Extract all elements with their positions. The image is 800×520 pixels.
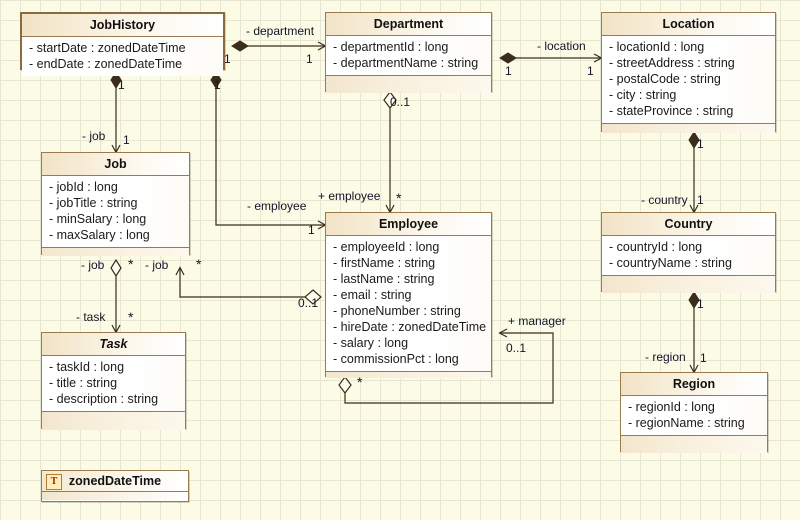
- class-attribute: - email : string: [333, 288, 412, 302]
- multiplicity-m-emp-in: *: [396, 190, 402, 206]
- class-attribute: - lastName : string: [333, 272, 435, 286]
- class-attribute: - locationId : long: [609, 40, 705, 54]
- class-attribute: - countryName : string: [609, 256, 732, 270]
- class-attribute: - minSalary : long: [49, 212, 147, 226]
- edge-label-lbl-plus-employee: + employee: [318, 189, 381, 203]
- class-attribute: - taskId : long: [49, 360, 125, 374]
- class-attribute: - phoneNumber : string: [333, 304, 461, 318]
- class-attribute: - salary : long: [333, 336, 409, 350]
- class-attribute: - stateProvince : string: [609, 104, 734, 118]
- edge-label-lbl-job-top: - job: [82, 129, 106, 143]
- multiplicity-m-jh-job-src: 1: [118, 78, 125, 92]
- class-attribute: - streetAddress : string: [609, 56, 735, 70]
- class-attribute: - city : string: [609, 88, 677, 102]
- class-box-task[interactable]: Task - taskId : long - title : string - des…: [41, 332, 186, 430]
- type-stereotype-icon: T: [46, 474, 62, 490]
- class-name-task: Task: [42, 333, 185, 356]
- class-attribute: - countryId : long: [609, 240, 703, 254]
- composite-diamond-jobhistory-department: [231, 40, 249, 52]
- edge-label-lbl-task: - task: [76, 310, 106, 324]
- class-attribute: - employeeId : long: [333, 240, 440, 254]
- datatype-label: zonedDateTime: [68, 474, 162, 488]
- class-attribute: - regionName : string: [628, 416, 745, 430]
- operations-compartment: [326, 371, 491, 378]
- class-attribute: - jobTitle : string: [49, 196, 138, 210]
- operations-compartment: [42, 411, 185, 430]
- multiplicity-m-job-in: 1: [123, 133, 130, 147]
- multiplicity-m-country-region-src: 1: [697, 297, 704, 311]
- multiplicity-m-dept-emp-src: 0..1: [390, 95, 411, 109]
- multiplicity-m-emp-left-in: 1: [308, 223, 315, 237]
- operations-compartment: [42, 247, 189, 256]
- edge-label-lbl-job-right: - job: [145, 258, 169, 272]
- class-box-region[interactable]: Region - regionId : long - regionName : st…: [620, 372, 768, 453]
- composite-diamond-department-location: [499, 52, 517, 64]
- multiplicity-m-jh-emp-src: 1: [214, 78, 221, 92]
- multiplicity-m-manager-tgt: 0..1: [506, 341, 527, 355]
- class-name-department: Department: [326, 13, 491, 36]
- attributes-compartment: - taskId : long - title : string - descrip…: [42, 356, 185, 411]
- class-attribute: - jobId : long: [49, 180, 118, 194]
- multiplicity-m-loc-country-src: 1: [697, 137, 704, 151]
- class-name-region: Region: [621, 373, 767, 396]
- multiplicity-m-loc-in: 1: [587, 64, 594, 78]
- attributes-compartment: - startDate : zonedDateTime - endDate : z…: [22, 37, 223, 76]
- attributes-compartment: - regionId : long - regionName : string: [621, 396, 767, 435]
- class-name-job: Job: [42, 153, 189, 176]
- shared-diamond-job-task: [110, 258, 122, 278]
- multiplicity-m-job-task-src: *: [128, 256, 134, 272]
- shared-diamond-employee-manager: [338, 376, 352, 394]
- multiplicity-m-jobhistory-dept-src: 1: [224, 52, 231, 66]
- multiplicity-m-dept-loc-src: 1: [505, 64, 512, 78]
- class-attribute: - description : string: [49, 392, 159, 406]
- edge-label-lbl-department: - department: [246, 24, 315, 38]
- class-attribute: - commissionPct : long: [333, 352, 459, 366]
- class-attribute: - departmentId : long: [333, 40, 449, 54]
- class-box-department[interactable]: Department- departmentId : long- departm…: [325, 12, 492, 93]
- edge-label-lbl-employee: - employee: [247, 199, 307, 213]
- class-attribute: - maxSalary : long: [49, 228, 150, 242]
- datatype-ops-compartment: [42, 492, 188, 500]
- multiplicity-m-emp-job-star: *: [196, 256, 202, 272]
- edge-label-lbl-country: - country: [641, 193, 688, 207]
- class-name-jobhistory: JobHistory: [22, 14, 223, 37]
- multiplicity-m-task-in: *: [128, 309, 134, 325]
- class-name-country: Country: [602, 213, 775, 236]
- class-attribute: - endDate : zonedDateTime: [29, 57, 183, 71]
- attributes-compartment: - employeeId : long - firstName : string -…: [326, 236, 491, 371]
- multiplicity-m-dept-in: 1: [306, 52, 313, 66]
- class-name-location: Location: [602, 13, 775, 36]
- class-box-job[interactable]: Job - jobId : long - jobTitle : string - mi…: [41, 152, 190, 256]
- class-name-employee: Employee: [326, 213, 491, 236]
- class-attribute: - postalCode : string: [609, 72, 721, 86]
- class-attribute: - title : string: [49, 376, 118, 390]
- class-box-employee[interactable]: Employee - employeeId : long - firstName :…: [325, 212, 492, 378]
- class-box-location[interactable]: Location - locationId : long - streetAddre…: [601, 12, 776, 133]
- class-attribute: - startDate : zonedDateTime: [29, 41, 186, 55]
- class-box-country[interactable]: Country - countryId : long - countryName :…: [601, 212, 776, 293]
- operations-compartment: [602, 123, 775, 133]
- multiplicity-m-manager-src: *: [357, 374, 363, 390]
- multiplicity-m-country-in: 1: [697, 193, 704, 207]
- edge-label-lbl-location: - location: [537, 39, 586, 53]
- class-attribute: - firstName : string: [333, 256, 436, 270]
- attributes-compartment: - countryId : long - countryName : string: [602, 236, 775, 275]
- edge-label-lbl-job-left: - job: [81, 258, 105, 272]
- attributes-compartment: - departmentId : long - departmentName : …: [326, 36, 491, 75]
- class-attribute: - hireDate : zonedDateTime: [333, 320, 487, 334]
- operations-compartment: [621, 435, 767, 453]
- edge-label-lbl-manager: + manager: [508, 314, 566, 328]
- multiplicity-m-region-in: 1: [700, 351, 707, 365]
- attributes-compartment: - locationId : long - streetAddress : str…: [602, 36, 775, 123]
- multiplicity-m-emp-job-src: 0..1: [298, 296, 319, 310]
- attributes-compartment: - jobId : long - jobTitle : string - minSa…: [42, 176, 189, 247]
- operations-compartment: [602, 275, 775, 293]
- class-attribute: - departmentName : string: [333, 56, 479, 70]
- edge-label-lbl-region: - region: [645, 350, 686, 364]
- class-attribute: - regionId : long: [628, 400, 715, 414]
- class-box-jobhistory[interactable]: JobHistory - startDate : zonedDateTime - e…: [20, 12, 225, 76]
- operations-compartment: [326, 75, 491, 93]
